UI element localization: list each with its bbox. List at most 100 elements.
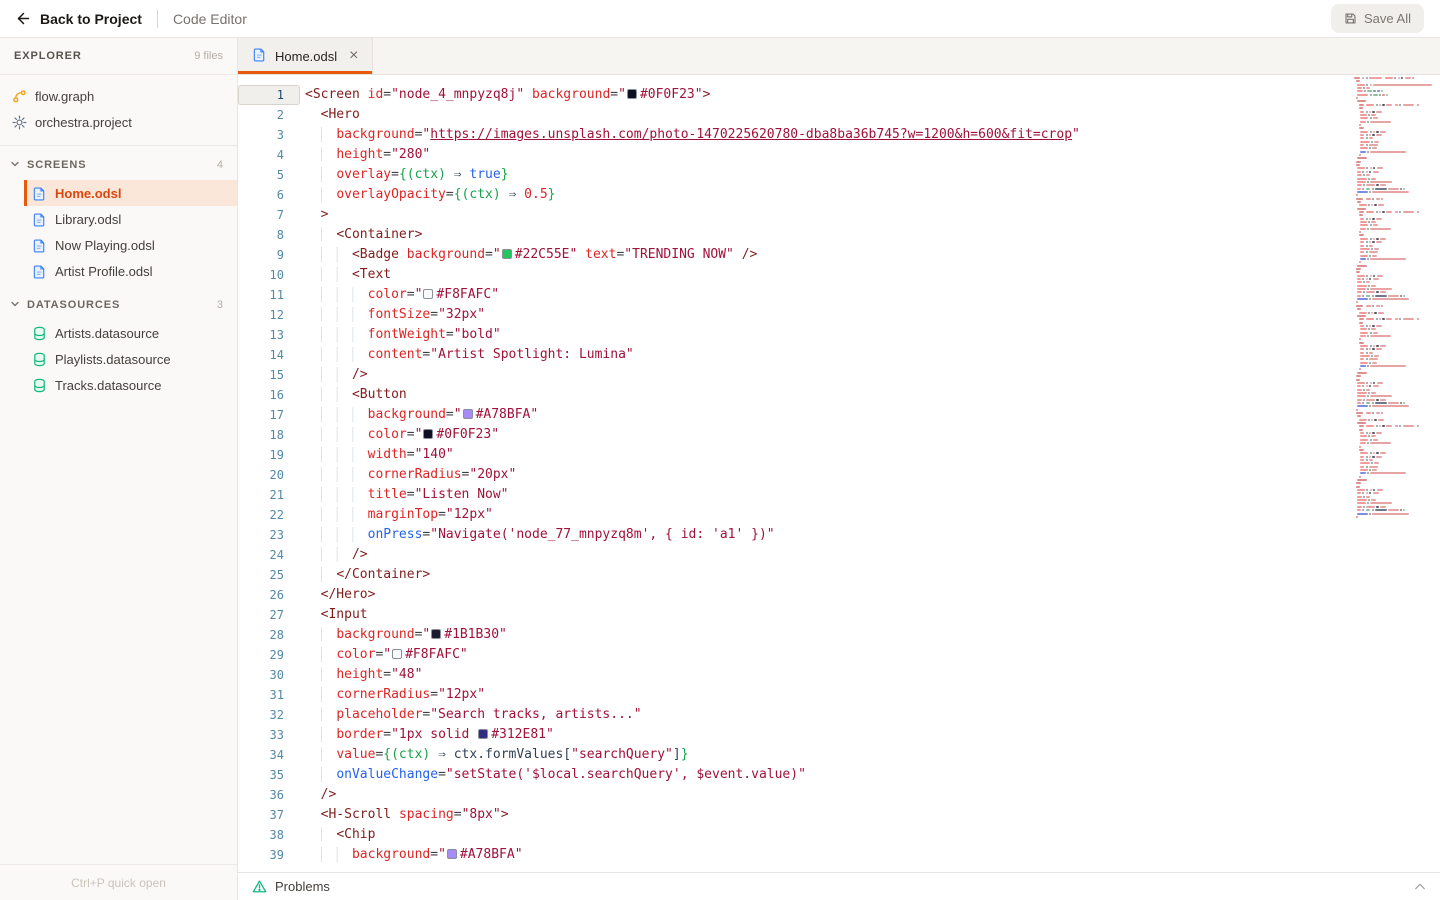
editor-pane: Home.odsl × 1<Screen id="node_4_mnpyzq8j… (238, 38, 1440, 900)
line-number: 24 (238, 545, 300, 565)
sidebar-sections: SCREENS4Home.odslLibrary.odslNow Playing… (0, 145, 237, 406)
code-line[interactable]: 21 title="Listen Now" (238, 485, 1440, 505)
code-line-content: fontSize="32px" (300, 305, 485, 325)
code-line[interactable]: 2 <Hero (238, 105, 1440, 125)
code-line[interactable]: 5 overlay={(ctx) ⇒ true} (238, 165, 1440, 185)
section-header-datasources[interactable]: DATASOURCES3 (0, 292, 237, 318)
code-line[interactable]: 11 color="#F8FAFC" (238, 285, 1440, 305)
page-title: Code Editor (173, 11, 247, 27)
code-line[interactable]: 27 <Input (238, 605, 1440, 625)
color-swatch[interactable] (463, 409, 473, 419)
tab-home-odsl[interactable]: Home.odsl × (238, 38, 373, 74)
code-line[interactable]: 19 width="140" (238, 445, 1440, 465)
color-swatch[interactable] (447, 849, 457, 859)
code-line[interactable]: 24 /> (238, 545, 1440, 565)
code-line[interactable]: 7 > (238, 205, 1440, 225)
color-swatch[interactable] (423, 429, 433, 439)
database-icon (31, 377, 47, 393)
code-line[interactable]: 33 border="1px solid #312E81" (238, 725, 1440, 745)
code-line[interactable]: 22 marginTop="12px" (238, 505, 1440, 525)
sidebar-item-tracks-datasource[interactable]: Tracks.datasource (24, 372, 237, 398)
explorer-file-count: 9 files (194, 50, 223, 62)
code-line[interactable]: 6 overlayOpacity={(ctx) ⇒ 0.5} (238, 185, 1440, 205)
color-swatch[interactable] (478, 729, 488, 739)
code-line[interactable]: 10 <Text (238, 265, 1440, 285)
code-line[interactable]: 34 value={(ctx) ⇒ ctx.formValues["search… (238, 745, 1440, 765)
code-line-content: <H-Scroll spacing="8px"> (300, 805, 509, 825)
color-swatch[interactable] (392, 649, 402, 659)
color-swatch[interactable] (431, 629, 441, 639)
code-line-content: onValueChange="setState('$local.searchQu… (300, 765, 806, 785)
line-number: 18 (238, 425, 300, 445)
problems-bar[interactable]: Problems (238, 872, 1440, 900)
code-line[interactable]: 14 content="Artist Spotlight: Lumina" (238, 345, 1440, 365)
code-line-content: > (300, 205, 328, 225)
code-line[interactable]: 32 placeholder="Search tracks, artists..… (238, 705, 1440, 725)
line-number: 2 (238, 105, 300, 125)
line-number: 27 (238, 605, 300, 625)
code-line[interactable]: 23 onPress="Navigate('node_77_mnpyzq8m',… (238, 525, 1440, 545)
code-line[interactable]: 29 color="#F8FAFC" (238, 645, 1440, 665)
code-line[interactable]: 31 cornerRadius="12px" (238, 685, 1440, 705)
code-line[interactable]: 36 /> (238, 785, 1440, 805)
code-line[interactable]: 1<Screen id="node_4_mnpyzq8j" background… (238, 85, 1440, 105)
code-line[interactable]: 13 fontWeight="bold" (238, 325, 1440, 345)
minimap[interactable] (1354, 77, 1434, 537)
code-line-content: height="48" (300, 665, 422, 685)
code-line[interactable]: 8 <Container> (238, 225, 1440, 245)
code-line[interactable]: 3 background="https://images.unsplash.co… (238, 125, 1440, 145)
close-icon[interactable]: × (349, 48, 358, 64)
chevron-up-icon[interactable] (1414, 882, 1426, 891)
line-number: 22 (238, 505, 300, 525)
code-line[interactable]: 28 background="#1B1B30" (238, 625, 1440, 645)
code-line[interactable]: 17 background="#A78BFA" (238, 405, 1440, 425)
sidebar-item-flow-graph[interactable]: flow.graph (0, 83, 237, 109)
flow-icon (11, 88, 27, 104)
line-number: 39 (238, 845, 300, 865)
code-line-content: width="140" (300, 445, 454, 465)
save-all-button[interactable]: Save All (1331, 4, 1424, 33)
code-line[interactable]: 18 color="#0F0F23" (238, 425, 1440, 445)
color-swatch[interactable] (502, 249, 512, 259)
code-line[interactable]: 37 <H-Scroll spacing="8px"> (238, 805, 1440, 825)
section-title: DATASOURCES (27, 299, 210, 311)
code-line-content: <Button (300, 385, 407, 405)
sidebar-item-playlists-datasource[interactable]: Playlists.datasource (24, 346, 237, 372)
database-icon (31, 351, 47, 367)
sidebar-root-items: flow.graphorchestra.project (0, 75, 237, 145)
code-line[interactable]: 30 height="48" (238, 665, 1440, 685)
code-line[interactable]: 39 background="#A78BFA" (238, 845, 1440, 865)
code-line[interactable]: 38 <Chip (238, 825, 1440, 845)
code-line[interactable]: 25 </Container> (238, 565, 1440, 585)
color-swatch[interactable] (423, 289, 433, 299)
color-swatch[interactable] (627, 89, 637, 99)
line-number: 26 (238, 585, 300, 605)
sidebar-item-now-playing-odsl[interactable]: Now Playing.odsl (24, 232, 237, 258)
sidebar-item-label: Artists.datasource (55, 326, 159, 341)
code-line[interactable]: 4 height="280" (238, 145, 1440, 165)
code-line[interactable]: 16 <Button (238, 385, 1440, 405)
save-all-label: Save All (1364, 11, 1411, 26)
sidebar-item-artists-datasource[interactable]: Artists.datasource (24, 320, 237, 346)
line-number: 23 (238, 525, 300, 545)
code-line[interactable]: 26 </Hero> (238, 585, 1440, 605)
code-line[interactable]: 20 cornerRadius="20px" (238, 465, 1440, 485)
code-line[interactable]: 12 fontSize="32px" (238, 305, 1440, 325)
sidebar-item-orchestra-project[interactable]: orchestra.project (0, 109, 237, 135)
code-line-content: color="#0F0F23" (300, 425, 499, 445)
line-number: 14 (238, 345, 300, 365)
code-line-content: border="1px solid #312E81" (300, 725, 554, 745)
code-line[interactable]: 15 /> (238, 365, 1440, 385)
section-header-screens[interactable]: SCREENS4 (0, 152, 237, 178)
section-items-screens: Home.odslLibrary.odslNow Playing.odslArt… (0, 178, 237, 292)
code-line[interactable]: 35 onValueChange="setState('$local.searc… (238, 765, 1440, 785)
code-line[interactable]: 9 <Badge background="#22C55E" text="TREN… (238, 245, 1440, 265)
sidebar-item-home-odsl[interactable]: Home.odsl (24, 180, 237, 206)
problems-label: Problems (275, 879, 330, 894)
code-editor[interactable]: 1<Screen id="node_4_mnpyzq8j" background… (238, 75, 1440, 872)
code-line-content: value={(ctx) ⇒ ctx.formValues["searchQue… (300, 745, 689, 765)
sidebar-item-artist-profile-odsl[interactable]: Artist Profile.odsl (24, 258, 237, 284)
warning-triangle-icon (252, 879, 267, 894)
sidebar-item-library-odsl[interactable]: Library.odsl (24, 206, 237, 232)
back-to-project-button[interactable]: Back to Project (16, 11, 142, 27)
